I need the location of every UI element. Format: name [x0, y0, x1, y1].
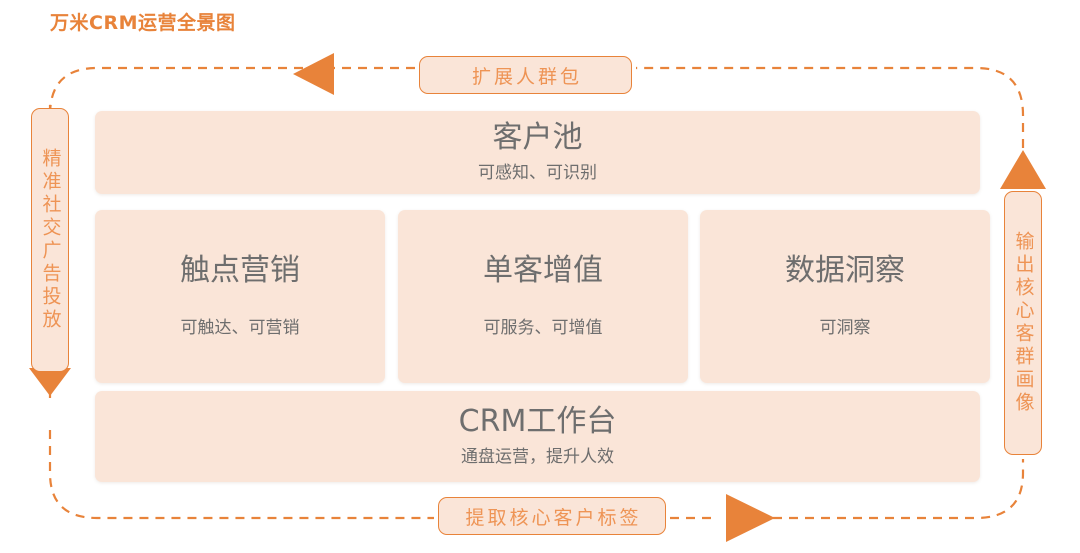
card-subtitle: 通盘运营，提升人效 — [461, 446, 614, 467]
flow-label-text: 扩展人群包 — [471, 65, 582, 88]
card-title: 数据洞察 — [785, 252, 905, 288]
card-subtitle: 可触达、可营销 — [180, 318, 300, 339]
flow-label-text: 精准社交广告投放 — [39, 148, 62, 332]
card-subtitle: 可洞察 — [819, 318, 871, 339]
bottom-arrow-right-icon — [726, 494, 775, 542]
card-data-insight[interactable]: 数据洞察 可洞察 — [700, 210, 990, 383]
card-subtitle: 可服务、可增值 — [483, 318, 603, 339]
page-title: 万米CRM运营全景图 — [50, 12, 236, 34]
flow-label-extract-core-tags[interactable]: 提取核心客户标签 — [438, 497, 666, 535]
left-arrow-down-icon — [29, 368, 71, 396]
flow-label-precise-social-ads[interactable]: 精准社交广告投放 — [31, 108, 69, 372]
top-arrow-left-icon — [293, 53, 334, 95]
flow-label-output-core-profile[interactable]: 输出核心客群画像 — [1004, 191, 1042, 455]
flow-label-text: 提取核心客户标签 — [465, 506, 642, 529]
card-title: 单客增值 — [483, 252, 603, 288]
card-title: 客户池 — [492, 120, 583, 156]
card-crm-workbench[interactable]: CRM工作台 通盘运营，提升人效 — [95, 391, 980, 482]
card-single-customer-value[interactable]: 单客增值 可服务、可增值 — [398, 210, 688, 383]
flow-label-text: 输出核心客群画像 — [1012, 231, 1035, 415]
card-title: CRM工作台 — [458, 404, 617, 440]
loop-segment-top-left — [48, 66, 415, 116]
card-customer-pool[interactable]: 客户池 可感知、可识别 — [95, 111, 980, 194]
card-subtitle: 可感知、可识别 — [478, 162, 597, 183]
card-touchpoint-marketing[interactable]: 触点营销 可触达、可营销 — [95, 210, 385, 383]
card-title: 触点营销 — [180, 252, 300, 288]
right-arrow-up-icon — [1000, 150, 1046, 189]
flow-label-expand-audience[interactable]: 扩展人群包 — [419, 56, 632, 94]
